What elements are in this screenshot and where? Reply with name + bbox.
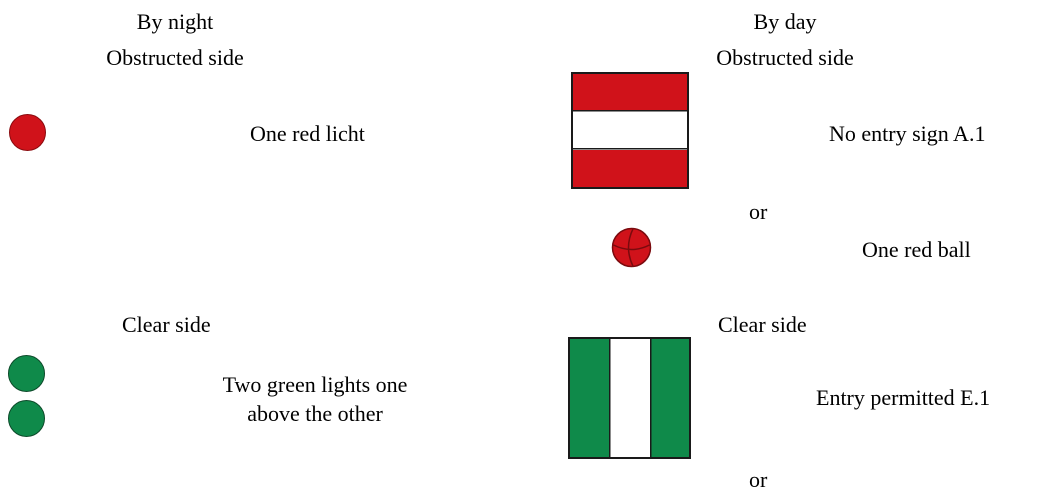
one-red-ball-text: One red ball bbox=[862, 237, 971, 262]
or-text-2: or bbox=[749, 467, 768, 492]
red-ball-icon bbox=[611, 227, 652, 268]
no-entry-sign-a1-icon bbox=[571, 72, 689, 189]
two-green-lights-text-line1: Two green lights one bbox=[222, 372, 408, 397]
one-red-light-text: One red licht bbox=[250, 121, 365, 146]
entry-permitted-text: Entry permitted E.1 bbox=[816, 385, 991, 410]
day-clear-label: Clear side bbox=[718, 312, 807, 337]
day-obstructed-label: Obstructed side bbox=[716, 45, 854, 70]
red-light-icon bbox=[9, 114, 46, 151]
day-heading: By day bbox=[753, 9, 817, 34]
no-entry-sign-text: No entry sign A.1 bbox=[829, 121, 986, 146]
night-obstructed-label: Obstructed side bbox=[106, 45, 244, 70]
or-text-1: or bbox=[749, 199, 768, 224]
green-light-top-icon bbox=[8, 355, 45, 392]
green-light-bottom-icon bbox=[8, 400, 45, 437]
entry-permitted-sign-e1-icon bbox=[568, 337, 691, 459]
night-heading: By night bbox=[136, 9, 214, 34]
two-green-lights-text-line2: above the other bbox=[247, 401, 383, 426]
night-clear-label: Clear side bbox=[122, 312, 211, 337]
